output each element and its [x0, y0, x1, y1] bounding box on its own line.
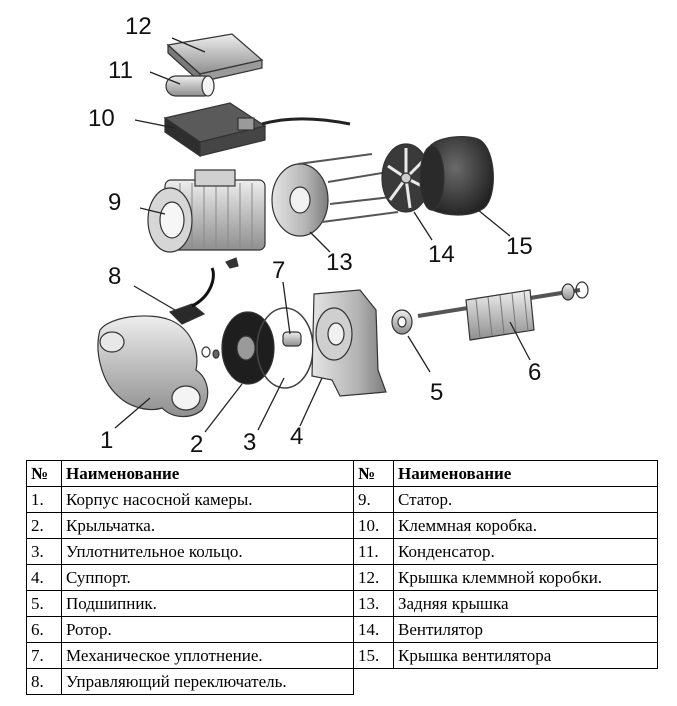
part-name: Вентилятор	[393, 616, 658, 643]
part-name: Механическое уплотнение.	[61, 642, 354, 669]
part-number: 10.	[353, 512, 394, 539]
callout-3: 3	[243, 429, 256, 456]
stator	[147, 169, 266, 253]
name-header: Наименование	[393, 460, 658, 487]
part-name: Крышка вентилятора	[393, 642, 658, 669]
rotor	[417, 281, 589, 341]
table-row: 4. Суппорт. 12. Крышка клеммной коробки.	[26, 564, 658, 591]
impeller	[221, 311, 275, 385]
leader-lines	[114, 37, 531, 433]
part-number: 1.	[26, 486, 62, 513]
table-row: 2. Крыльчатка. 10. Клеммная коробка.	[26, 512, 658, 539]
empty-cell	[394, 669, 658, 695]
part-number: 5.	[26, 590, 62, 617]
callout-10: 10	[88, 105, 115, 132]
callout-14: 14	[428, 241, 455, 268]
callout-4: 4	[290, 423, 303, 450]
name-header: Наименование	[61, 460, 354, 487]
control-switch	[168, 257, 239, 325]
support-bracket	[311, 289, 387, 397]
part-number: 8.	[26, 668, 62, 695]
part-number: 9.	[353, 486, 394, 513]
table-row: 1. Корпус насосной камеры. 9. Статор.	[26, 486, 658, 513]
part-number: 3.	[26, 538, 62, 565]
table-row: 6. Ротор. 14. Вентилятор	[26, 616, 658, 643]
terminal-box	[163, 102, 351, 158]
part-name: Управляющий переключатель.	[61, 668, 354, 695]
part-name: Клеммная коробка.	[393, 512, 658, 539]
part-number: 6.	[26, 616, 62, 643]
table-row: 3. Уплотнительное кольцо. 11. Конденсато…	[26, 538, 658, 565]
part-name: Крыльчатка.	[61, 512, 354, 539]
capacitor	[165, 75, 215, 97]
part-name: Крышка клеммной коробки.	[393, 564, 658, 591]
pump-chamber-housing	[97, 315, 209, 418]
callout-8: 8	[108, 263, 121, 290]
callout-12: 12	[125, 13, 152, 40]
table-row: 8. Управляющий переключатель.	[26, 668, 658, 695]
bearing	[391, 309, 413, 335]
part-number: 2.	[26, 512, 62, 539]
callout-5: 5	[430, 379, 443, 406]
part-name: Статор.	[393, 486, 658, 513]
rear-cover	[271, 163, 329, 237]
callout-6: 6	[528, 359, 541, 386]
exploded-pump-diagram: 1 2 3 4 5 6 7 8 9 10 11 12 13 14 15	[88, 13, 589, 458]
part-name: Уплотнительное кольцо.	[61, 538, 354, 565]
part-number: 14.	[353, 616, 394, 643]
part-number: 13.	[353, 590, 394, 617]
table-row: 7. Механическое уплотнение. 15. Крышка в…	[26, 642, 658, 669]
part-name: Конденсатор.	[393, 538, 658, 565]
terminal-box-cover	[166, 33, 264, 84]
callout-13: 13	[326, 249, 353, 276]
small-o-rings	[201, 346, 220, 359]
part-name: Задняя крышка	[393, 590, 658, 617]
callout-labels: 1 2 3 4 5 6 7 8 9 10 11 12 13 14 15	[88, 13, 541, 458]
table-header-row: № Наименование № Наименование	[26, 460, 658, 487]
part-number: 11.	[353, 538, 394, 565]
part-name: Суппорт.	[61, 564, 354, 591]
empty-cell	[354, 669, 394, 695]
callout-1: 1	[100, 427, 113, 454]
callout-9: 9	[108, 189, 121, 216]
part-name: Корпус насосной камеры.	[61, 486, 354, 513]
part-number: 7.	[26, 642, 62, 669]
part-name: Подшипник.	[61, 590, 354, 617]
callout-7: 7	[272, 257, 285, 284]
callout-2: 2	[190, 431, 203, 458]
mechanical-seal	[282, 331, 302, 347]
fan-cover	[419, 136, 494, 216]
part-number: 15.	[353, 642, 394, 669]
callout-15: 15	[506, 233, 533, 260]
num-header: №	[26, 460, 62, 487]
num-header: №	[353, 460, 394, 487]
callout-11: 11	[108, 57, 133, 84]
part-number: 12.	[353, 564, 394, 591]
table-row: 5. Подшипник. 13. Задняя крышка	[26, 590, 658, 617]
part-number: 4.	[26, 564, 62, 591]
parts-table: № Наименование № Наименование 1. Корпус …	[26, 460, 658, 695]
part-name: Ротор.	[61, 616, 354, 643]
